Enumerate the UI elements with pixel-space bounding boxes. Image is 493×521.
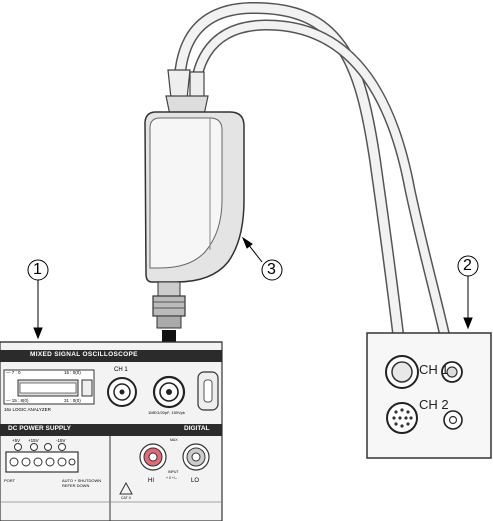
max-label: MAX: [170, 438, 178, 442]
scope-ch1-label: CH 1: [114, 367, 128, 373]
cat-label: CAT II: [121, 496, 131, 500]
fuse-label: AUTO + SHUTDOWN REFER DOWN: [62, 478, 102, 488]
rail-label-neg15v: -15V: [56, 438, 66, 443]
scope-logic-label: 16x LOGIC ANALYZER: [4, 407, 51, 412]
port-label: PORT: [4, 478, 16, 483]
scope-line-c: — 15 : 8(0): [6, 398, 29, 403]
target-ch2-label: CH 2: [419, 397, 449, 412]
power-panel-title: DC POWER SUPPLY: [8, 425, 71, 432]
scope-spec-label: 1MEG/20pF, 150Vpk: [148, 410, 185, 415]
callout-2: 2: [463, 257, 472, 274]
input-label: INPUT: [168, 470, 179, 474]
callout-circles: [27, 255, 479, 281]
scope-line-d: 31 : 0(0): [64, 398, 81, 403]
target-panel: [366, 332, 492, 459]
power-section: [0, 436, 222, 521]
rail-label-5v: +5V: [12, 438, 21, 443]
scope-panel-title: MIXED SIGNAL OSCILLOSCOPE: [30, 351, 138, 358]
callout-3: 3: [267, 261, 276, 278]
target-ch1-label: CH 1: [419, 362, 449, 377]
pos-label: + 0 +/–: [166, 476, 177, 480]
probe-body: [144, 69, 245, 329]
scope-line-a: — 7 : 0: [6, 370, 21, 375]
rail-label-15v: +15V: [28, 438, 39, 443]
hi-label: HI: [148, 478, 154, 484]
scope-line-b: 15 : 0(0): [64, 370, 81, 375]
power-digital-label: DIGITAL: [184, 425, 210, 432]
callout-leaders: [33, 236, 473, 340]
lo-label: LO: [191, 478, 200, 484]
probe-cables: [173, 1, 458, 374]
scope-section: [3, 369, 219, 411]
callout-1: 1: [33, 261, 42, 278]
